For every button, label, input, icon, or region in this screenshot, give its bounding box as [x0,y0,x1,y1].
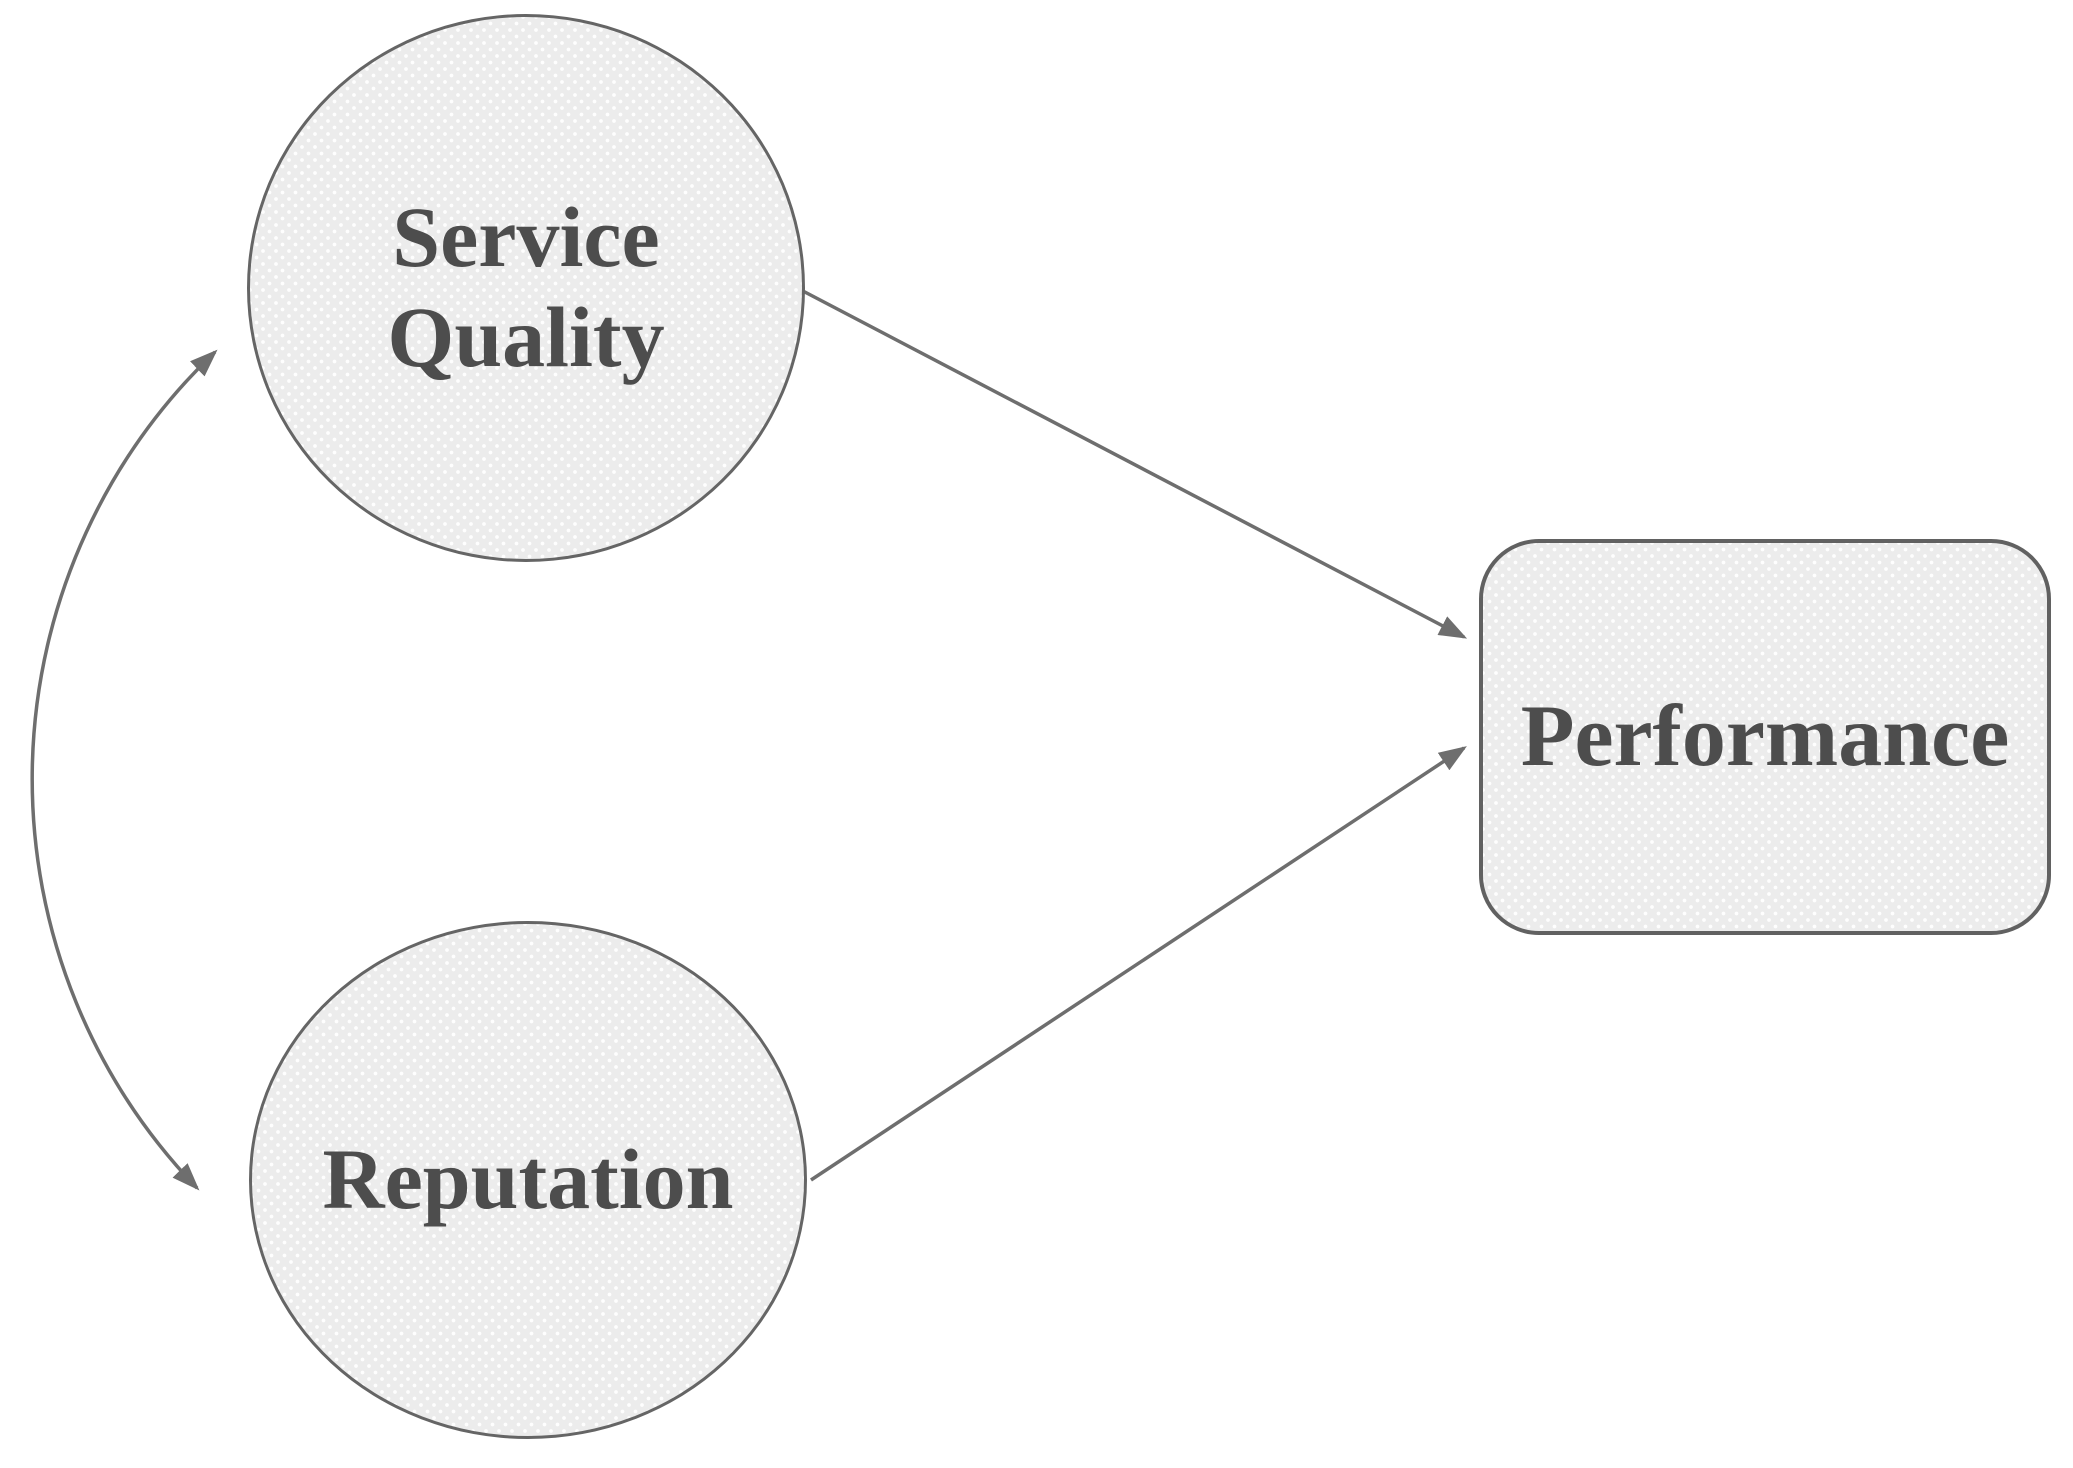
node-label-line: Reputation [322,1131,734,1228]
edge-service-quality-to-performance [800,288,1468,639]
node-reputation: Reputation [249,921,807,1439]
node-label-line: Service [392,189,660,286]
node-performance: Performance [1479,539,2051,935]
node-label-line: Quality [387,289,665,385]
node-performance-label: Performance [1520,687,2010,786]
edge-reputation-to-performance [810,746,1467,1182]
node-reputation-label: Reputation [323,1130,734,1230]
edge-correlation-service-quality-reputation [30,349,218,1191]
node-label-line: Performance [1520,687,2010,785]
node-service-quality-label: Service Quality [387,188,664,388]
node-service-quality: Service Quality [247,14,805,562]
